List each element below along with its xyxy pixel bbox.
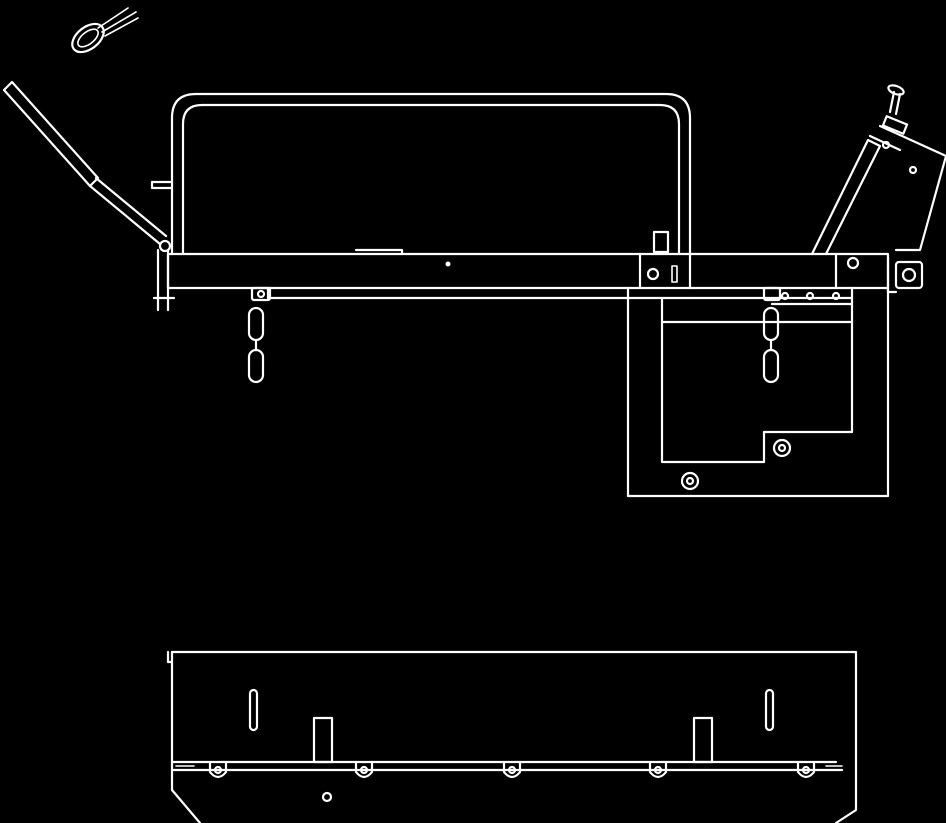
plate-tab-left [312, 716, 334, 764]
bolt-4 [648, 760, 668, 779]
hanging-chain-right [762, 286, 782, 384]
center-hole [321, 791, 333, 803]
bolt-1 [208, 760, 228, 779]
plate-slot-left [248, 688, 259, 732]
base-plate [166, 650, 858, 823]
cable-loop-icon [71, 7, 139, 54]
plate-slot-right [764, 688, 775, 732]
mounting-box [626, 286, 890, 498]
hanging-chain-left [247, 286, 272, 384]
bolt-2 [354, 760, 374, 779]
plate-tab-right [692, 716, 714, 764]
hinged-flap [2, 80, 176, 312]
bolt-5 [796, 760, 816, 779]
bolt-3 [502, 760, 522, 779]
clamp-assembly [810, 84, 946, 294]
guard-rail [150, 92, 692, 256]
